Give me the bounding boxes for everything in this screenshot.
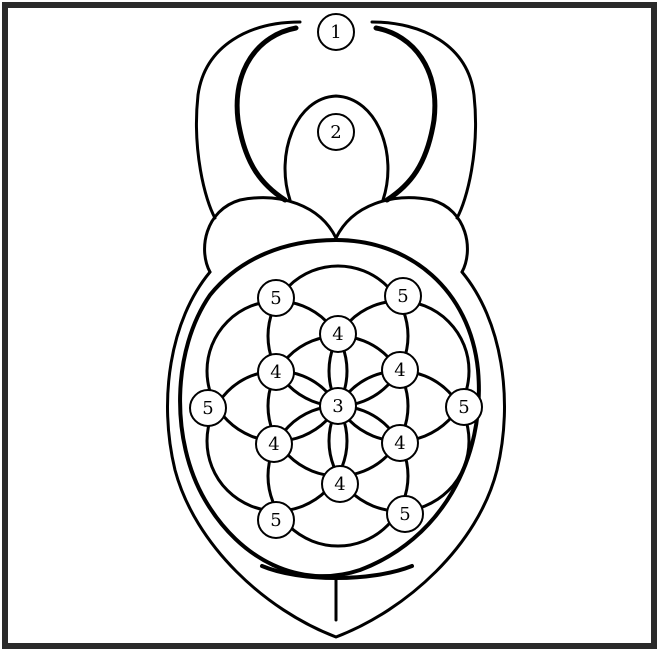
inner-arm-right bbox=[376, 28, 435, 200]
label-4-upper-right: 4 bbox=[382, 352, 418, 388]
label-5: 5 bbox=[397, 286, 408, 307]
label-4-upper-left: 4 bbox=[258, 354, 294, 390]
label-4-top: 4 bbox=[320, 316, 356, 352]
label-4-lower-left: 4 bbox=[256, 426, 292, 462]
left-breast bbox=[205, 198, 336, 272]
label-5-right: 5 bbox=[446, 389, 482, 425]
label-2: 2 bbox=[330, 122, 341, 143]
label-3-badge: 3 bbox=[320, 388, 356, 424]
label-4-bottom: 4 bbox=[322, 466, 358, 502]
label-5: 5 bbox=[202, 398, 213, 419]
label-4: 4 bbox=[268, 434, 279, 455]
label-4: 4 bbox=[394, 360, 405, 381]
label-5: 5 bbox=[270, 510, 281, 531]
label-5: 5 bbox=[270, 288, 281, 309]
label-5-bottom-left: 5 bbox=[258, 502, 294, 538]
label-5: 5 bbox=[399, 504, 410, 525]
label-4: 4 bbox=[332, 324, 343, 345]
label-5: 5 bbox=[458, 397, 469, 418]
label-3: 3 bbox=[332, 396, 343, 417]
label-5-bottom-right: 5 bbox=[387, 496, 423, 532]
outer-arm-left bbox=[196, 22, 300, 218]
label-5-top-left: 5 bbox=[258, 280, 294, 316]
label-4: 4 bbox=[334, 474, 345, 495]
inner-arm-left bbox=[237, 28, 296, 200]
label-2-badge: 2 bbox=[318, 114, 354, 150]
label-5-top-right: 5 bbox=[385, 278, 421, 314]
label-4: 4 bbox=[394, 433, 405, 454]
label-4: 4 bbox=[270, 362, 281, 383]
label-4-lower-right: 4 bbox=[382, 425, 418, 461]
label-1: 1 bbox=[330, 22, 341, 43]
label-5-left: 5 bbox=[190, 390, 226, 426]
label-1-badge: 1 bbox=[318, 14, 354, 50]
right-breast bbox=[336, 198, 467, 272]
